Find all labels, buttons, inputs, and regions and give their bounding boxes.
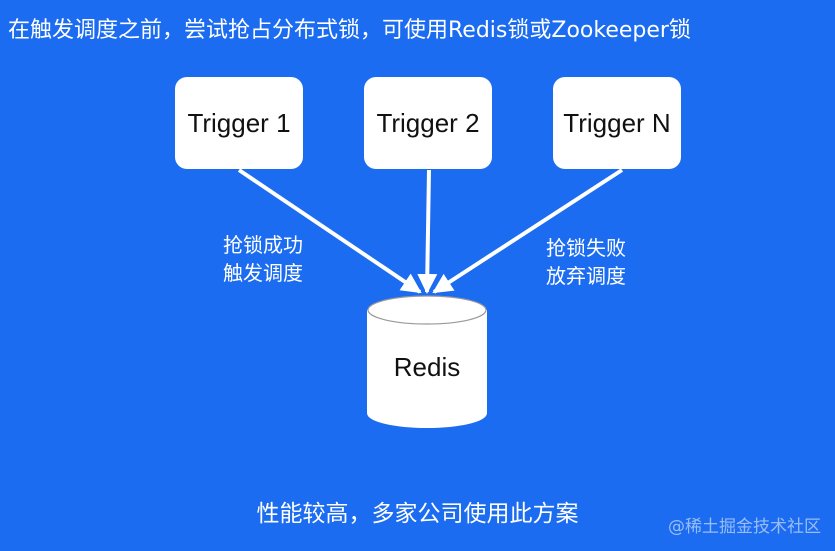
trigger-n-label: Trigger N [563, 107, 671, 138]
trigger-n-node: Trigger N [553, 77, 681, 169]
fail-label: 抢锁失败 放弃调度 [546, 234, 626, 290]
fail-line-1: 抢锁失败 [546, 236, 626, 260]
redis-label: Redis [393, 352, 461, 382]
page-title: 在触发调度之前，尝试抢占分布式锁，可使用Redis锁或Zookeeper锁 [8, 18, 691, 43]
trigger-1-node: Trigger 1 [175, 77, 303, 169]
arrow-trigger-n-to-redis [432, 168, 624, 294]
trigger-1-label: Trigger 1 [187, 107, 291, 138]
watermark: @稀土掘金技术社区 [668, 517, 821, 537]
trigger-2-label: Trigger 2 [376, 107, 480, 138]
footer-text: 性能较高，多家公司使用此方案 [256, 501, 579, 527]
success-line-1: 抢锁成功 [223, 233, 303, 257]
redis-cylinder [367, 295, 487, 428]
trigger-2-node: Trigger 2 [364, 77, 492, 169]
arrow-trigger-2-to-redis [417, 169, 438, 294]
success-line-2: 触发调度 [223, 261, 303, 285]
fail-line-2: 放弃调度 [546, 264, 626, 288]
success-label: 抢锁成功 触发调度 [223, 231, 303, 287]
arrow-trigger-1-to-redis [237, 168, 422, 294]
